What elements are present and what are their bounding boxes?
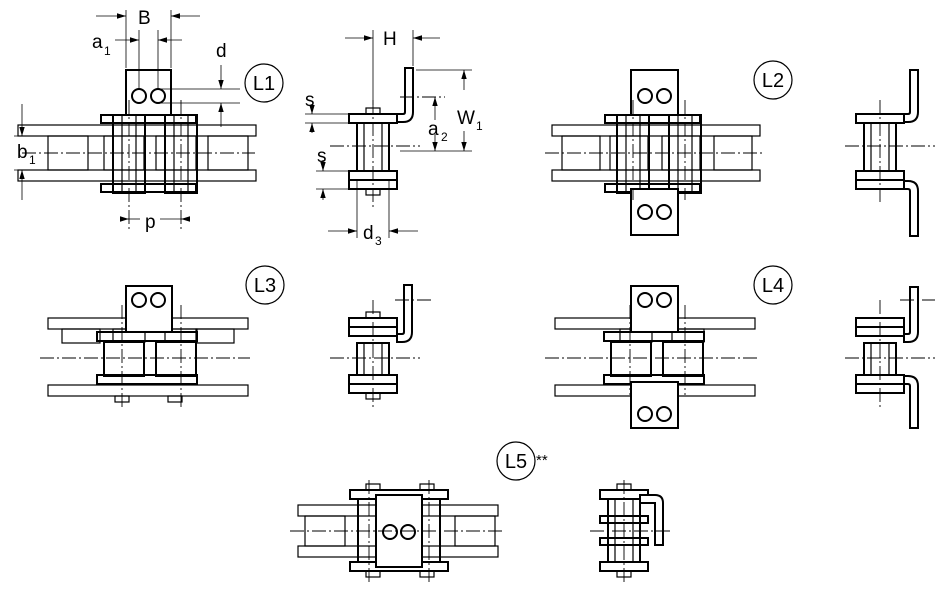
dim-w1-label: W (457, 108, 475, 129)
variant-l2-badge (753, 60, 793, 100)
variant-l4-badge (753, 265, 793, 305)
variant-l3-label: L3 (254, 275, 276, 297)
dim-w1-sub: 1 (476, 119, 483, 133)
dim-p-label: p (145, 212, 156, 233)
l5-side-view (590, 480, 670, 585)
variant-l4-label: L4 (762, 275, 784, 297)
dim-b-label: B (138, 8, 151, 29)
dim-b1-label: b (17, 142, 28, 163)
l1-side-view: H W 1 a 2 s s d 3 (305, 29, 483, 248)
dim-s-bottom-label: s (317, 146, 327, 167)
variant-l1-badge (244, 63, 284, 103)
dim-d3-sub: 3 (375, 234, 382, 248)
dim-s-top-label: s (305, 90, 315, 111)
l4-side-view (845, 286, 935, 429)
dim-a2-label: a (428, 119, 439, 140)
dim-a1-label: a (92, 32, 103, 53)
variant-l5-footnote-marker: ** (536, 452, 548, 469)
dim-a2-sub: 2 (441, 130, 448, 144)
dim-h-label: H (383, 29, 397, 50)
variant-l3-badge (245, 265, 285, 305)
variant-l1-label: L1 (253, 73, 275, 95)
l3-side-view (330, 284, 432, 410)
dim-d-label: d (216, 41, 227, 62)
l1-front-view: B a 1 d b 1 p L1 (14, 8, 284, 233)
dim-a1-sub: 1 (104, 44, 111, 58)
variant-l5-label: L5 (505, 451, 527, 473)
l2-front-view: L2 (545, 60, 793, 236)
l5-front-view: L5 ** (290, 441, 548, 585)
dim-d3-label: d (363, 223, 374, 244)
variant-l2-label: L2 (762, 70, 784, 92)
l2-side-view (845, 69, 935, 237)
dim-b1-sub: 1 (29, 153, 36, 167)
l4-front-view: L4 (545, 265, 793, 429)
l3-front-view: L3 (40, 265, 285, 410)
variant-l5-badge (496, 441, 536, 481)
